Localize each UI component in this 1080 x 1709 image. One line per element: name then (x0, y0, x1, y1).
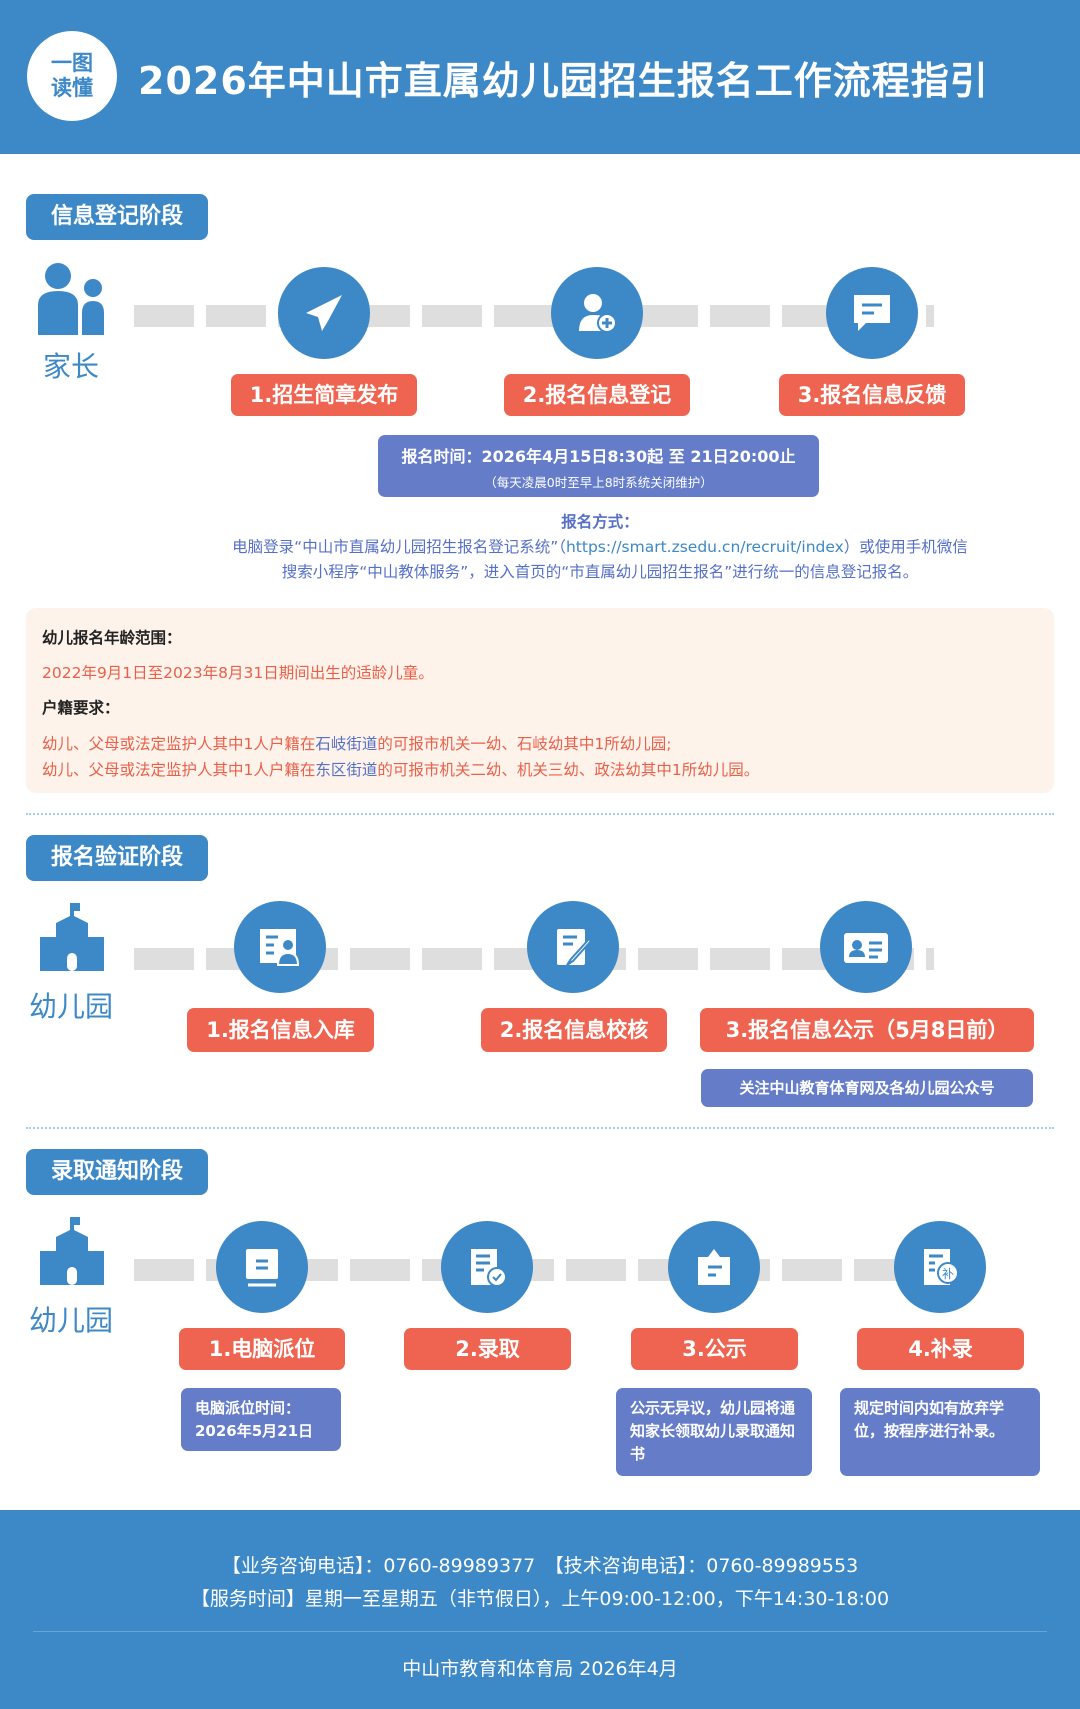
user-add-icon (551, 267, 643, 359)
actor-kindergarten: 幼儿园 (28, 990, 113, 1023)
admission-check-icon (441, 1221, 533, 1313)
edit-document-icon (527, 901, 619, 993)
step-label: 2.录取 (404, 1328, 571, 1370)
computer-icon (216, 1221, 308, 1313)
step-label: 3.报名信息反馈 (779, 374, 965, 416)
footer-divider (33, 1631, 1047, 1632)
step-label: 1.招生简章发布 (231, 374, 417, 416)
registration-method: 报名方式： 电脑登录“中山市直属幼儿园招生报名登记系统”（https://sma… (232, 513, 968, 581)
parents-icon (38, 263, 104, 335)
footer: 【业务咨询电话】：0760-89989377 【技术咨询电话】：0760-899… (0, 1510, 1080, 1709)
requirements-box: 幼儿报名年龄范围： 2022年9月1日至2023年8月31日期间出生的适龄儿童。… (26, 608, 1054, 793)
step-label: 2.报名信息登记 (504, 374, 690, 416)
step-label: 1.电脑派位 (179, 1328, 345, 1370)
supplement-note: 规定时间内如有放弃学位，按程序进行补录。 (840, 1388, 1040, 1476)
svg-text:补: 补 (942, 1267, 954, 1281)
id-record-icon (234, 901, 326, 993)
registration-time-box: 报名时间：2026年4月15日8:30起 至 21日20:00止 （每天凌晨0时… (378, 435, 819, 497)
flow-band (134, 305, 934, 327)
chat-icon (826, 267, 918, 359)
step-label: 4.补录 (857, 1328, 1024, 1370)
lottery-time-note: 电脑派位时间：2026年5月21日 (181, 1388, 341, 1451)
supplement-icon: 补 (894, 1221, 986, 1313)
stage3-label: 录取通知阶段 (26, 1149, 208, 1195)
paper-plane-icon (278, 267, 370, 359)
id-card-icon (820, 901, 912, 993)
step-label: 3.报名信息公示（5月8日前） (700, 1008, 1034, 1052)
stage1-label: 信息登记阶段 (26, 194, 208, 240)
divider (26, 1127, 1054, 1129)
notice-board-icon (668, 1221, 760, 1313)
publicity-note: 关注中山教育体育网及各幼儿园公众号 (701, 1069, 1033, 1107)
header-banner (0, 0, 1080, 154)
stage2-label: 报名验证阶段 (26, 835, 208, 881)
step-label: 1.报名信息入库 (187, 1008, 374, 1052)
actor-kindergarten: 幼儿园 (28, 1304, 113, 1337)
step-label: 2.报名信息校核 (481, 1008, 667, 1052)
registration-url-link[interactable]: https://smart.zsedu.cn/recruit/index (565, 538, 844, 556)
kindergarten-icon (40, 903, 104, 971)
step-label: 3.公示 (631, 1328, 798, 1370)
actor-parent: 家长 (42, 350, 99, 383)
publicity-note: 公示无异议，幼儿园将通知家长领取幼儿录取通知书 (616, 1388, 812, 1476)
kindergarten-icon (40, 1217, 104, 1285)
divider (26, 813, 1054, 815)
badge: 一图读懂 (27, 31, 117, 121)
page-title: 2026年中山市直属幼儿园招生报名工作流程指引 (138, 59, 989, 103)
